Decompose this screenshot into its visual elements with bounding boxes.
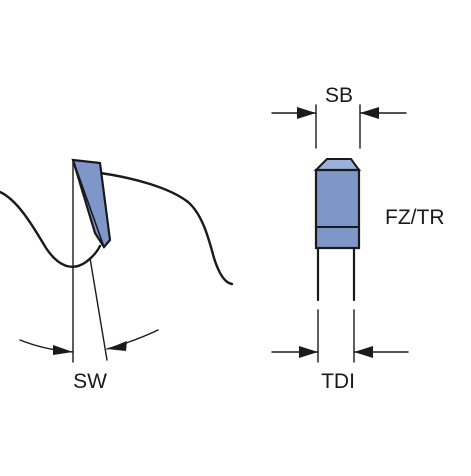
fz-tr-label: FZ/TR: [385, 206, 444, 229]
sb-label: SB: [325, 84, 353, 107]
sw-slant-reference: [89, 257, 108, 361]
sb-arrow-right: [360, 107, 379, 119]
sw-label: SW: [73, 370, 107, 393]
blade-side-view: SW: [0, 158, 234, 393]
tooth-crown: [313, 158, 361, 171]
tdi-arrow-right: [354, 346, 373, 358]
blade-profile-curve: [0, 190, 102, 268]
sb-arrow-left: [297, 107, 316, 119]
tooth-front-view: SB FZ/TR TDI: [271, 84, 444, 393]
tooth-body: [314, 168, 361, 250]
tdi-arrow-left: [299, 346, 318, 358]
sw-arrow-right: [107, 341, 127, 351]
tooth-tip: [71, 158, 112, 249]
sw-arrow-left: [53, 345, 73, 355]
tdi-label: TDI: [321, 370, 355, 393]
tooth-face-line: [72, 159, 105, 248]
blade-back-curve: [98, 171, 234, 286]
